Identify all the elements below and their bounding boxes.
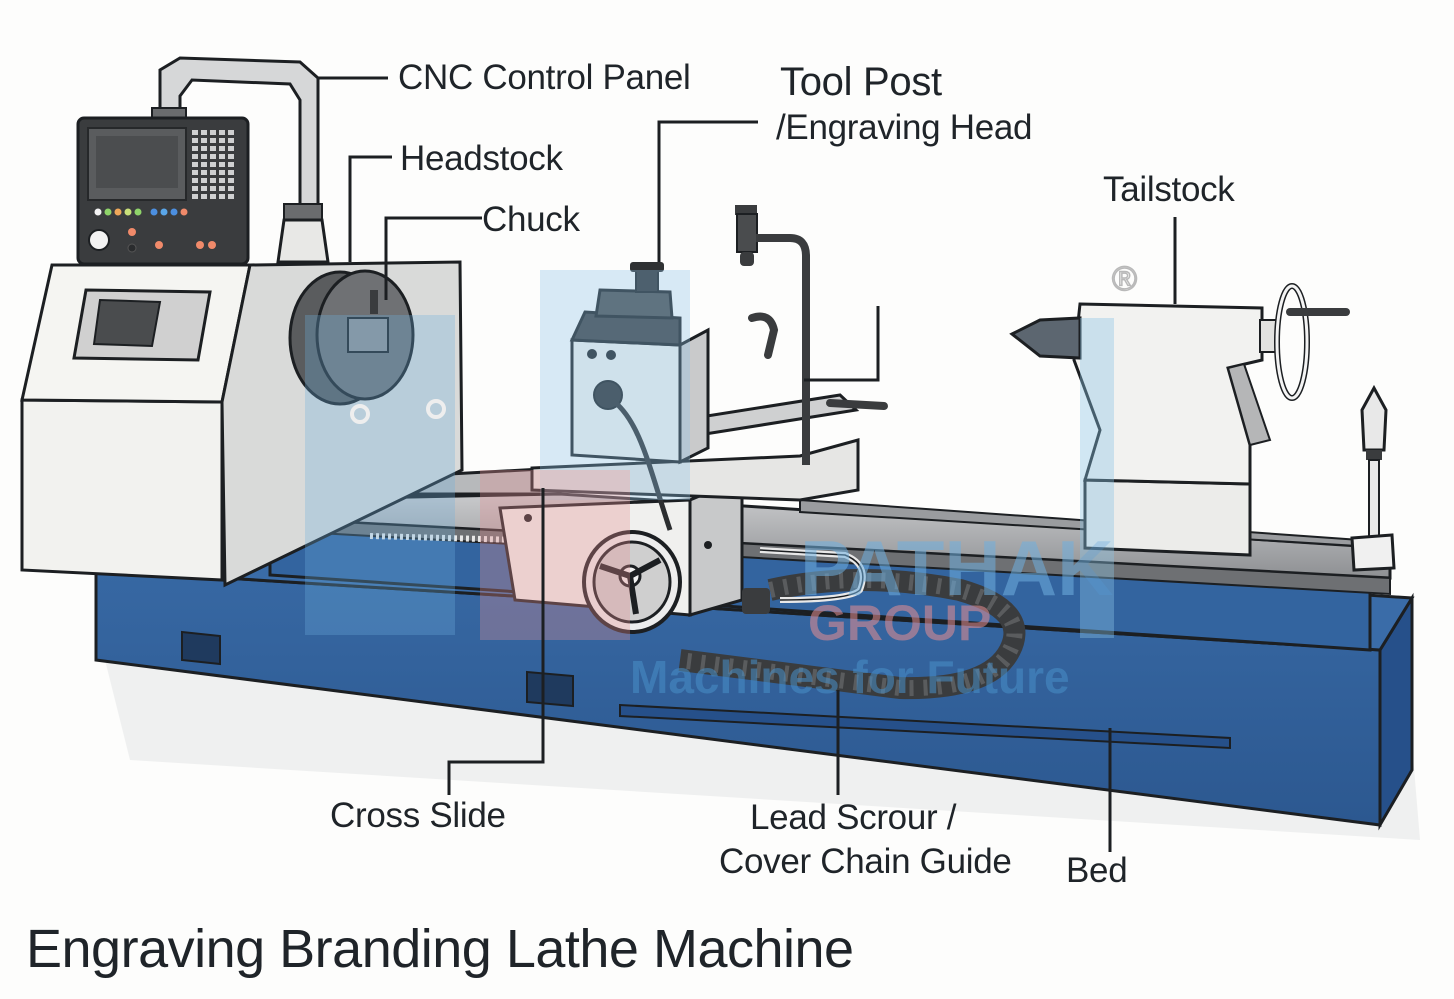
cnc-keypad-key xyxy=(192,194,198,199)
label-cross-slide: Cross Slide xyxy=(330,796,506,835)
label-cover-chain-guide: Cover Chain Guide xyxy=(719,842,1012,881)
cable-chain xyxy=(678,547,1026,700)
cnc-keypad-key xyxy=(201,154,207,159)
cnc-keypad xyxy=(192,130,234,199)
cnc-keypad-key xyxy=(219,146,225,151)
cnc-keypad-key xyxy=(201,170,207,175)
leader-tool-post xyxy=(657,120,758,262)
watermark-tagline: Machines for Future xyxy=(630,651,1070,703)
label-tool-post: Tool Post xyxy=(780,60,942,104)
cnc-indicator-light xyxy=(114,208,122,216)
carriage-handwheel xyxy=(582,530,682,634)
cnc-keypad-key xyxy=(228,178,234,183)
vent-middle xyxy=(526,670,574,708)
label-cnc-control-panel: CNC Control Panel xyxy=(398,58,691,97)
cnc-keypad-key xyxy=(192,130,198,135)
cnc-keypad-key xyxy=(192,154,198,159)
rack-gear xyxy=(369,533,521,543)
cnc-keypad-key xyxy=(219,138,225,143)
label-engraving-head: /Engraving Head xyxy=(776,108,1033,147)
cnc-keypad-key xyxy=(228,146,234,151)
tool-post xyxy=(569,262,710,531)
leader-chuck xyxy=(384,216,482,300)
leader-lines xyxy=(318,76,1177,852)
cnc-control-panel xyxy=(76,56,330,266)
cnc-emergency-knob xyxy=(88,229,110,251)
cnc-keypad-key xyxy=(219,178,225,183)
cnc-keypad-key xyxy=(228,138,234,143)
cnc-keypad-key xyxy=(210,146,216,151)
cnc-keypad-key xyxy=(219,154,225,159)
cnc-keypad-key xyxy=(228,154,234,159)
label-chuck: Chuck xyxy=(482,200,580,239)
cnc-keypad-key xyxy=(228,194,234,199)
carriage xyxy=(498,393,860,634)
cnc-keypad-key xyxy=(201,130,207,135)
cnc-indicator-light xyxy=(124,208,132,216)
cnc-indicator-light xyxy=(170,208,178,216)
registered-trademark-icon: ® xyxy=(1112,260,1137,298)
cnc-keypad-key xyxy=(219,162,225,167)
cnc-keypad-key xyxy=(201,162,207,167)
cnc-keypad-key xyxy=(210,130,216,135)
tailstock-center xyxy=(1009,316,1082,360)
cnc-keypad-key xyxy=(192,178,198,183)
cnc-keypad-key xyxy=(210,186,216,191)
cnc-indicator-lights xyxy=(94,208,188,216)
watermark-group: GROUP xyxy=(808,595,991,651)
engraving-head xyxy=(735,205,888,465)
tailstock xyxy=(1009,283,1396,572)
vent-left xyxy=(181,630,221,666)
watermark: PATHAK GROUP Machines for Future xyxy=(305,270,1114,703)
cnc-keypad-key xyxy=(192,186,198,191)
cnc-keypad-key xyxy=(201,146,207,151)
cnc-keypad-key xyxy=(192,146,198,151)
leader-cross-slide xyxy=(447,488,545,795)
cross-slide xyxy=(530,438,860,502)
spare-center xyxy=(1350,384,1396,572)
cnc-indicator-light xyxy=(134,208,142,216)
cnc-keypad-key xyxy=(210,154,216,159)
label-bed: Bed xyxy=(1066,851,1128,890)
cnc-keypad-key xyxy=(201,186,207,191)
cnc-indicator-light xyxy=(160,208,168,216)
cnc-keypad-key xyxy=(210,178,216,183)
cnc-indicator-light xyxy=(150,208,158,216)
cnc-keypad-key xyxy=(201,138,207,143)
cnc-keypad-key xyxy=(219,170,225,175)
cnc-keypad-key xyxy=(219,130,225,135)
cnc-keypad-key xyxy=(219,186,225,191)
cnc-keypad-key xyxy=(201,194,207,199)
cnc-keypad-key xyxy=(210,138,216,143)
cnc-keypad-key xyxy=(201,178,207,183)
cnc-keypad-key xyxy=(210,170,216,175)
watermark-brand: PATHAK xyxy=(800,524,1113,612)
leader-headstock xyxy=(348,155,392,262)
headstock-screen xyxy=(92,298,162,348)
cnc-keypad-key xyxy=(228,170,234,175)
cnc-keypad-key xyxy=(228,162,234,167)
cnc-keypad-key xyxy=(210,194,216,199)
diagram-title: Engraving Branding Lathe Machine xyxy=(26,919,854,979)
label-lead-screw: Lead Scrour / xyxy=(750,798,957,837)
leader-engraving-head xyxy=(804,306,880,382)
cnc-indicator-light xyxy=(180,208,188,216)
cnc-keypad-key xyxy=(210,162,216,167)
cnc-keypad-key xyxy=(192,138,198,143)
cnc-keypad-key xyxy=(192,162,198,167)
label-headstock: Headstock xyxy=(400,139,563,178)
cnc-keypad-key xyxy=(192,170,198,175)
label-tailstock: Tailstock xyxy=(1103,170,1235,209)
cnc-keypad-key xyxy=(219,194,225,199)
chuck xyxy=(288,269,415,406)
cnc-keypad-key xyxy=(228,186,234,191)
cnc-indicator-light xyxy=(104,208,112,216)
cnc-indicator-light xyxy=(94,208,102,216)
cnc-keypad-key xyxy=(228,130,234,135)
